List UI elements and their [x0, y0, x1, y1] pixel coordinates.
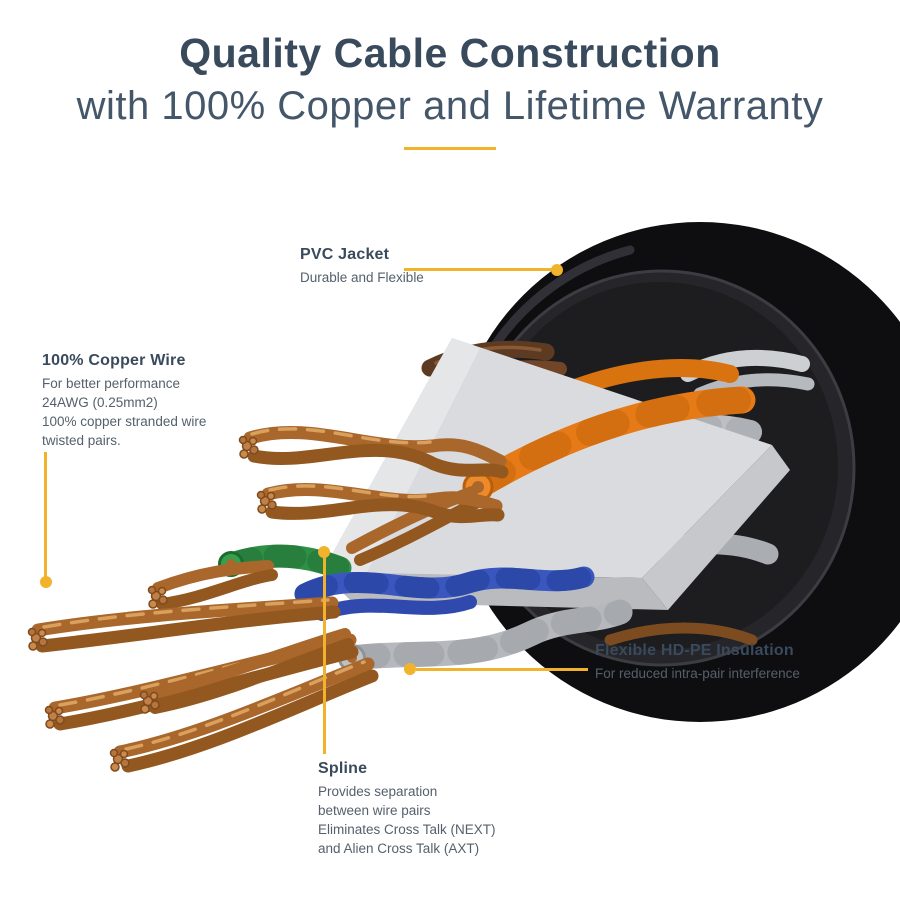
spline-anchor-dot [318, 546, 330, 558]
copper-wire-anchor-dot [40, 576, 52, 588]
callout-line: For reduced intra-pair interference [595, 666, 800, 681]
callout-line: and Alien Cross Talk (AXT) [318, 841, 480, 856]
callout-title: PVC Jacket [300, 246, 390, 263]
callout-line: between wire pairs [318, 803, 431, 818]
callout-line: For better performance [42, 376, 181, 391]
orange-wire-main [462, 386, 756, 503]
copper-pair-upper-1 [238, 425, 509, 479]
copper-pair-lower-4 [139, 628, 354, 714]
callout-pvc-jacket: PVC Jacket Durable and Flexible [300, 246, 424, 287]
pvc-jacket-anchor-dot [551, 264, 563, 276]
pvc-jacket-leader-line [404, 268, 552, 271]
copper-pair-lower-1 [27, 596, 341, 653]
copper-pair-upper-2 [256, 483, 505, 524]
callout-line: Provides separation [318, 784, 438, 799]
callout-line: Durable and Flexible [300, 270, 424, 285]
callout-copper-wire: 100% Copper Wire For better performance … [42, 352, 206, 450]
page-subtitle: with 100% Copper and Lifetime Warranty [76, 84, 824, 128]
accent-underline [404, 147, 496, 150]
callout-line: 24AWG (0.25mm2) [42, 395, 158, 410]
callout-line: 100% copper stranded wire [42, 414, 207, 429]
copper-pair-left [147, 560, 278, 610]
spline-leader-line [323, 557, 326, 754]
copper-pair-lower-3 [109, 657, 379, 773]
callout-spline: Spline Provides separation between wire … [318, 760, 496, 858]
callout-hdpe-insulation: Flexible HD-PE Insulation For reduced in… [595, 642, 800, 683]
callout-title: 100% Copper Wire [42, 352, 186, 369]
copper-wire-leader-line [44, 452, 47, 578]
callout-line: Eliminates Cross Talk (NEXT) [318, 822, 496, 837]
hdpe-leader-line [416, 668, 588, 671]
hdpe-anchor-dot [404, 663, 416, 675]
page-title: Quality Cable Construction [179, 30, 721, 76]
callout-title: Spline [318, 760, 368, 777]
callout-line: twisted pairs. [42, 433, 121, 448]
callout-title: Flexible HD-PE Insulation [595, 642, 794, 659]
